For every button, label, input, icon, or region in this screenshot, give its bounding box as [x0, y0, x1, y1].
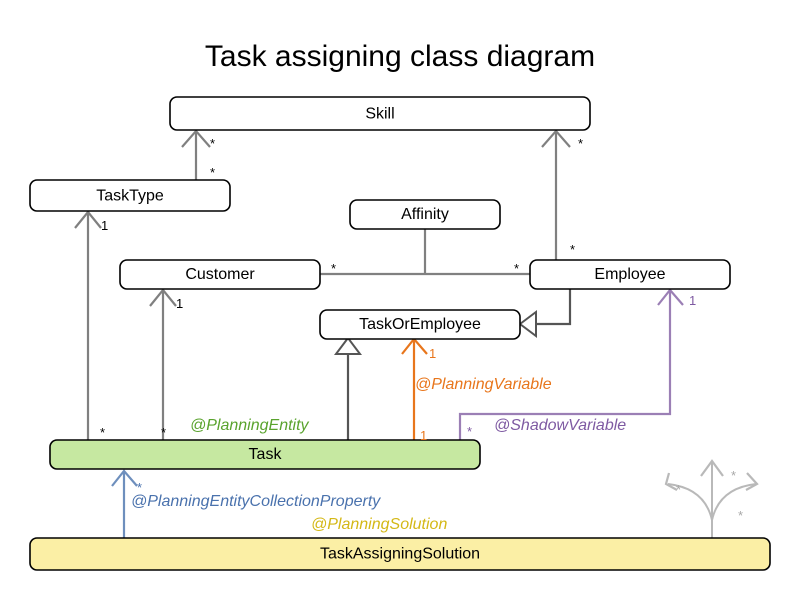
class-box-employee[interactable]: Employee [529, 259, 731, 290]
class-box-skill[interactable]: Skill [169, 96, 591, 131]
class-label-skill: Skill [365, 106, 394, 123]
edge-task-to-tasktype [74, 210, 102, 440]
multiplicity-solution-task-star: * [137, 480, 142, 495]
edge-solution-to-task [111, 469, 138, 538]
edge-task-to-taskoremployee-inheritance [334, 336, 362, 440]
class-box-taskoremployee[interactable]: TaskOrEmployee [319, 309, 521, 340]
multiplicity-employee-affinity: * [514, 261, 519, 276]
class-box-taskassigningsolution[interactable]: TaskAssigningSolution [29, 537, 771, 571]
annotation-planning-variable: @PlanningVariable [415, 376, 552, 393]
multiplicity-task-tasktype-star: * [100, 425, 105, 440]
edge-task-shadow-variable [458, 288, 684, 440]
page-title: Task assigning class diagram [205, 40, 595, 73]
edge-tasktype-to-skill [181, 129, 211, 180]
multiplicity-customer-affinity: * [331, 261, 336, 276]
multiplicity-employee-skill-far: * [570, 242, 575, 257]
multiplicity-fork-up-star: * [731, 468, 736, 483]
class-label-employee: Employee [594, 266, 665, 283]
annotation-planning-solution: @PlanningSolution [311, 516, 447, 533]
multiplicity-task-planningvariable-one: 1 [420, 428, 427, 443]
multiplicity-tasktype-skill-far: * [210, 165, 215, 180]
annotation-planning-entity: @PlanningEntity [190, 417, 310, 434]
annotation-planning-entity-collection-property: @PlanningEntityCollectionProperty [131, 493, 381, 510]
class-box-task[interactable]: Task [49, 439, 481, 470]
multiplicity-tasktype-skill-near: * [210, 136, 215, 151]
class-box-tasktype[interactable]: TaskType [29, 179, 231, 212]
class-box-customer[interactable]: Customer [119, 259, 321, 290]
edge-task-to-customer [149, 288, 177, 440]
annotation-shadow-variable: @ShadowVariable [494, 417, 626, 434]
multiplicity-task-tasktype: 1 [101, 218, 108, 233]
class-label-task: Task [249, 446, 283, 463]
multiplicity-task-customer: 1 [176, 296, 183, 311]
multiplicity-fork-right-star: * [738, 508, 743, 523]
multiplicity-employee-skill-near: * [578, 136, 583, 151]
class-label-taskassigningsolution: TaskAssigningSolution [320, 546, 480, 563]
multiplicity-fork-left-star: * [676, 482, 681, 497]
class-label-taskoremployee: TaskOrEmployee [359, 316, 481, 333]
class-label-tasktype: TaskType [96, 188, 164, 205]
class-label-affinity: Affinity [401, 206, 449, 223]
multiplicity-task-shadow-star: * [467, 424, 472, 439]
multiplicity-employee-shadow-one: 1 [689, 293, 696, 308]
multiplicity-task-taskoremployee-one: 1 [429, 346, 436, 361]
edge-employee-to-taskoremployee-inheritance [518, 289, 572, 338]
class-box-affinity[interactable]: Affinity [349, 199, 501, 230]
edge-employee-to-skill [541, 129, 571, 260]
decorative-fork-icon [664, 459, 759, 538]
class-label-customer: Customer [185, 266, 255, 283]
multiplicity-task-customer-star: * [161, 425, 166, 440]
